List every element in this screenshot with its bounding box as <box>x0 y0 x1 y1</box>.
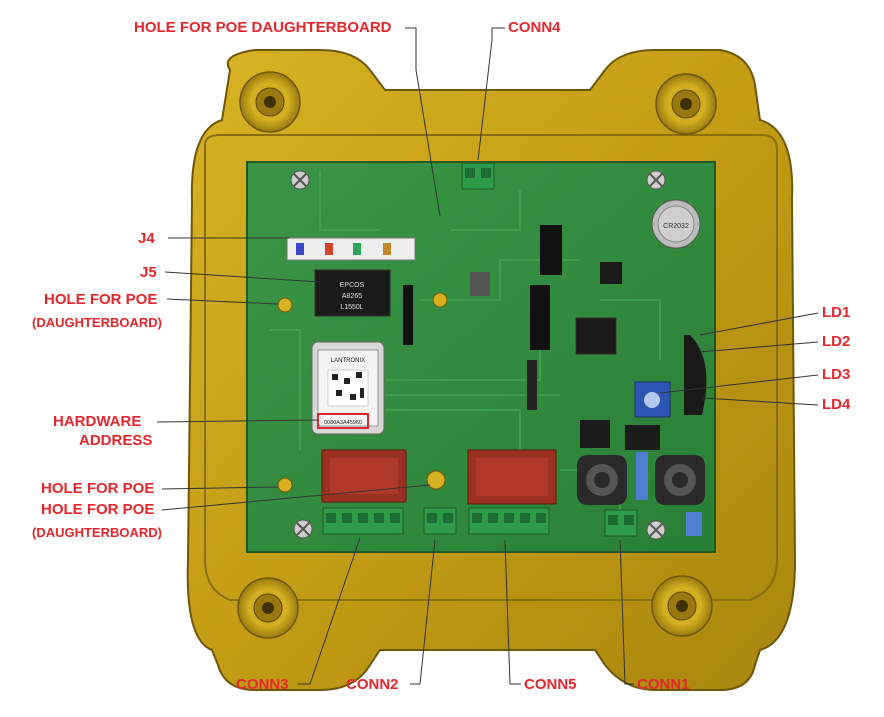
label-j4: J4 <box>138 230 155 247</box>
label-conn4: CONN4 <box>508 19 561 36</box>
pcb-screw-bottom-left <box>293 519 313 539</box>
poe-hole-4 <box>426 470 446 490</box>
label-ld1: LD1 <box>822 304 851 321</box>
label-conn2: CONN2 <box>346 676 399 693</box>
label-daughterboard-2: (DAUGHTERBOARD) <box>32 525 162 540</box>
conn4-terminal <box>461 162 495 190</box>
pcb-screw-bottom-right <box>646 520 666 540</box>
relay-right <box>467 449 557 505</box>
corner-boss-bottom-right <box>651 575 713 637</box>
poe-hole-1 <box>277 297 293 313</box>
corner-boss-bottom-left <box>237 577 299 639</box>
label-conn1: CONN1 <box>637 676 690 693</box>
conn3-terminal <box>322 507 404 535</box>
svg-text:EPCOS: EPCOS <box>340 282 365 289</box>
coin-cell-battery: CR2032 <box>651 199 701 249</box>
poe-hole-3 <box>432 292 448 308</box>
svg-text:L1550L: L1550L <box>340 304 363 311</box>
svg-text:A8265: A8265 <box>342 293 362 300</box>
label-hole-poe-1: HOLE FOR POE <box>44 291 158 308</box>
label-address: ADDRESS <box>79 432 153 449</box>
corner-boss-top-left <box>239 71 301 133</box>
inductor-left <box>577 455 627 505</box>
conn5-terminal <box>468 507 550 535</box>
label-hole-poe-3: HOLE FOR POE <box>41 501 155 518</box>
svg-text:CR2032: CR2032 <box>663 223 689 230</box>
corner-boss-top-right <box>655 73 717 135</box>
pcb-screw-top-right <box>646 170 666 190</box>
lantronix-module: LANTRONIX 0080A3A45960 <box>311 341 385 435</box>
label-ld2: LD2 <box>822 333 851 350</box>
inductor-right <box>655 455 705 505</box>
label-ld4: LD4 <box>822 396 851 413</box>
svg-text:LANTRONIX: LANTRONIX <box>331 358 365 364</box>
label-hole-poe-2: HOLE FOR POE <box>41 480 155 497</box>
pcb-screw-top-left <box>290 170 310 190</box>
conn1-terminal <box>604 509 638 537</box>
label-conn5: CONN5 <box>524 676 577 693</box>
label-ld3: LD3 <box>822 366 851 383</box>
svg-text:0080A3A45960: 0080A3A45960 <box>324 420 362 426</box>
conn2-terminal <box>423 507 457 535</box>
label-hole-poe-daughterboard-top: HOLE FOR POE DAUGHTERBOARD <box>134 19 392 36</box>
label-conn3: CONN3 <box>236 676 289 693</box>
buzzer <box>684 335 707 415</box>
label-daughterboard-1: (DAUGHTERBOARD) <box>32 315 162 330</box>
label-j5: J5 <box>140 264 157 281</box>
hardware-address-box <box>317 413 369 429</box>
j5-chip: EPCOS A8265 L1550L <box>314 269 391 317</box>
label-hardware: HARDWARE <box>53 413 142 430</box>
j4-led-strip <box>286 237 416 261</box>
poe-hole-2 <box>277 477 293 493</box>
